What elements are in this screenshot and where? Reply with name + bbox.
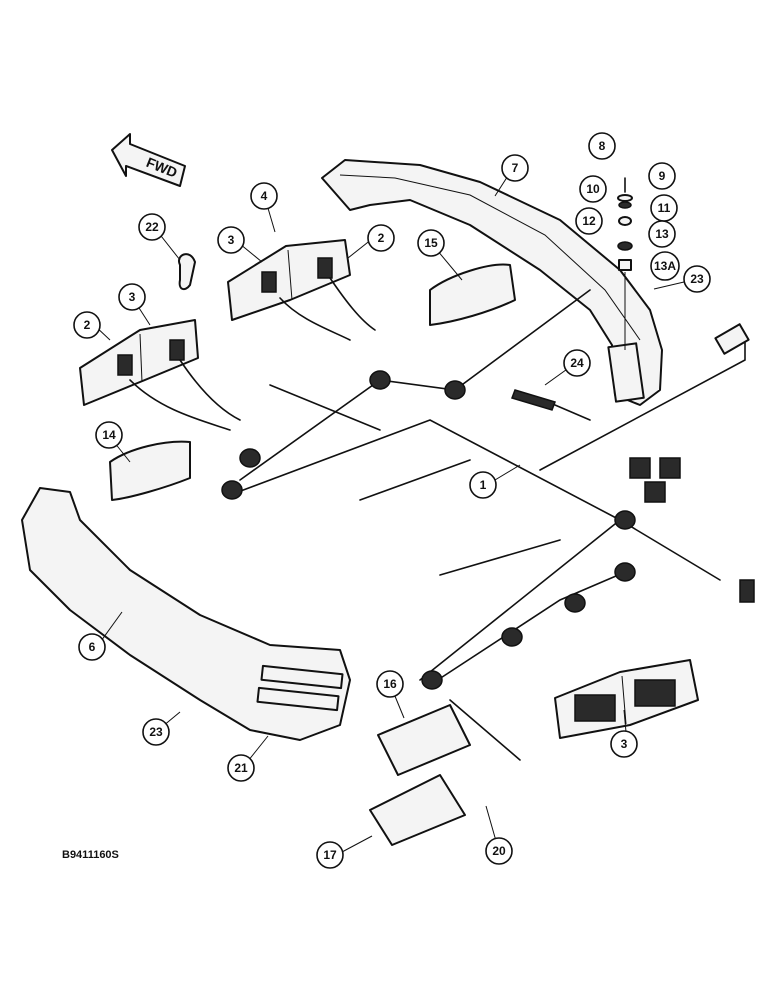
amber-lamp-16 — [377, 704, 471, 776]
callout-11: 11 — [650, 194, 678, 222]
svg-text:12: 12 — [582, 214, 596, 228]
callout-22: 22 — [138, 213, 166, 241]
svg-text:23: 23 — [149, 725, 163, 739]
callout-8: 8 — [588, 132, 616, 160]
callout-3-upper: 3 — [217, 226, 245, 254]
callout-6: 6 — [78, 633, 106, 661]
svg-text:2: 2 — [378, 231, 385, 245]
svg-text:23: 23 — [690, 272, 704, 286]
svg-text:24: 24 — [570, 356, 584, 370]
callout-3-left: 3 — [118, 283, 146, 311]
callout-23-front: 23 — [142, 718, 170, 746]
svg-text:20: 20 — [492, 844, 506, 858]
svg-text:21: 21 — [234, 761, 248, 775]
svg-text:8: 8 — [599, 139, 606, 153]
svg-text:9: 9 — [659, 169, 666, 183]
callout-10: 10 — [579, 175, 607, 203]
svg-text:3: 3 — [228, 233, 235, 247]
svg-text:13: 13 — [655, 227, 669, 241]
svg-text:1: 1 — [480, 478, 487, 492]
callout-3-lower: 3 — [610, 730, 638, 758]
work-lamp-pair-lower — [554, 659, 699, 739]
callout-2-upper: 2 — [367, 224, 395, 252]
work-lamp-pair-left — [79, 319, 241, 431]
svg-text:13A: 13A — [654, 259, 676, 273]
warning-lamp-14 — [109, 440, 191, 501]
callout-2-left: 2 — [73, 311, 101, 339]
callout-4: 4 — [250, 182, 278, 210]
callout-16: 16 — [376, 670, 404, 698]
callout-23-rear: 23 — [683, 265, 711, 293]
callout-9: 9 — [648, 162, 676, 190]
svg-text:14: 14 — [102, 428, 116, 442]
svg-text:2: 2 — [84, 318, 91, 332]
svg-text:3: 3 — [129, 290, 136, 304]
svg-text:10: 10 — [586, 182, 600, 196]
svg-text:22: 22 — [145, 220, 159, 234]
amber-lamp-17 — [369, 774, 466, 846]
svg-text:15: 15 — [424, 236, 438, 250]
hardware-stack — [617, 177, 633, 350]
front-bumper — [21, 487, 351, 741]
main-harness — [229, 289, 746, 761]
svg-text:3: 3 — [621, 737, 628, 751]
svg-text:6: 6 — [89, 640, 96, 654]
figure-id: B9411160S — [62, 849, 119, 861]
callout-13a: 13A — [650, 251, 680, 281]
svg-text:16: 16 — [383, 677, 397, 691]
callout-20: 20 — [485, 837, 513, 865]
callout-7: 7 — [501, 154, 529, 182]
callout-17: 17 — [316, 841, 344, 869]
callout-15: 15 — [417, 229, 445, 257]
clip-22 — [178, 253, 196, 291]
callout-1: 1 — [469, 471, 497, 499]
callout-14: 14 — [95, 421, 123, 449]
warning-lamp-15 — [429, 263, 516, 326]
svg-text:11: 11 — [658, 201, 671, 215]
rear-rail — [321, 159, 663, 406]
callout-24: 24 — [563, 349, 591, 377]
svg-text:7: 7 — [512, 161, 519, 175]
svg-text:4: 4 — [261, 189, 268, 203]
callout-12: 12 — [575, 207, 603, 235]
svg-text:17: 17 — [323, 848, 337, 862]
forward-arrow-icon: FWD — [111, 133, 186, 187]
harness-branch-24 — [511, 389, 591, 421]
harness-connectors — [221, 323, 755, 690]
work-lamp-pair-upper — [227, 239, 376, 341]
callout-21: 21 — [227, 754, 255, 782]
callout-13: 13 — [648, 220, 676, 248]
